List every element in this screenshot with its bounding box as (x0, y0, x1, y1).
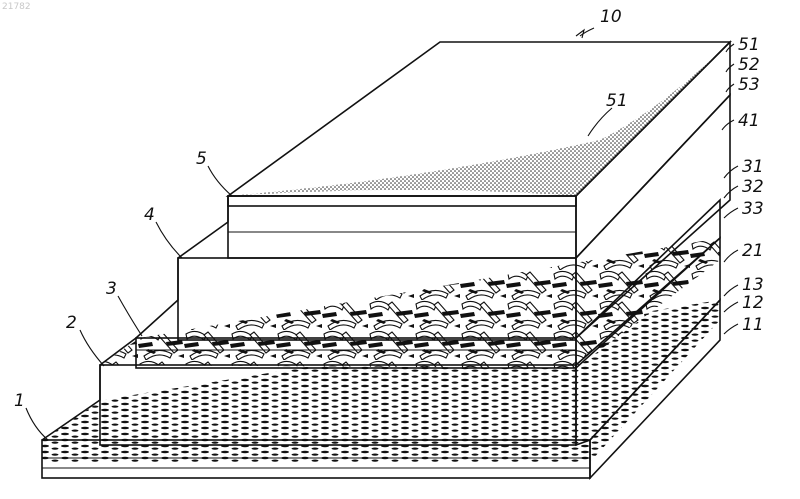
label-4: 4 (144, 205, 155, 225)
label-41: 41 (738, 111, 760, 131)
label-1: 1 (14, 391, 25, 411)
label-12: 12 (742, 293, 764, 313)
label-11: 11 (742, 315, 764, 335)
label-52: 52 (738, 55, 760, 75)
label-21: 21 (742, 241, 764, 261)
label-2: 2 (66, 313, 77, 333)
label-51-top: 51 (738, 35, 760, 55)
label-33: 33 (742, 199, 764, 219)
label-31: 31 (742, 157, 764, 177)
corner-id: 21782 (2, 2, 31, 12)
label-3: 3 (106, 279, 117, 299)
label-5: 5 (196, 149, 207, 169)
label-53: 53 (738, 75, 760, 95)
stipple-edge-band (228, 42, 730, 196)
label-51-mid: 51 (606, 91, 628, 111)
label-32: 32 (742, 177, 764, 197)
layer-5 (228, 42, 730, 258)
label-10: 10 (600, 7, 622, 27)
label-13: 13 (742, 275, 764, 295)
